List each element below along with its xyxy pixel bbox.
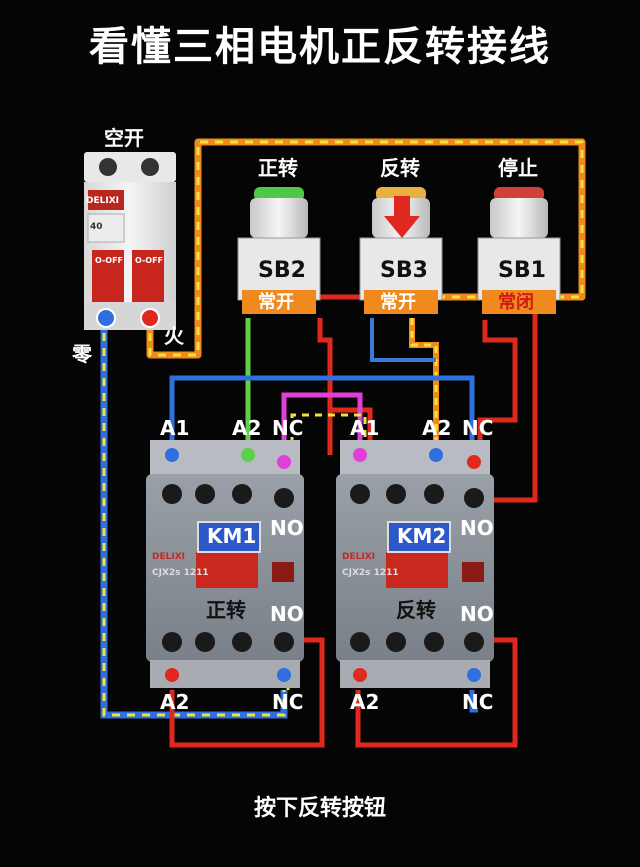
km1-brand: DELIXI (152, 552, 185, 562)
sb3-id: SB3 (380, 258, 428, 283)
sb1-id: SB1 (498, 258, 546, 283)
sb2-id: SB2 (258, 258, 306, 283)
km1-a2-label: A2 (232, 416, 262, 440)
km1-model: CJX2s 1211 (152, 568, 209, 578)
sb1-caption: 停止 (498, 156, 538, 180)
km1-a2-bottom: A2 (160, 690, 190, 714)
breaker-brand: DELIXI (86, 196, 119, 206)
km1-nc-bottom: NC (272, 690, 304, 714)
sb2-contact: 常开 (258, 292, 294, 313)
km1-nc-label: NC (272, 416, 304, 440)
press-arrow-icon (384, 196, 420, 238)
km2-a2-bottom: A2 (350, 690, 380, 714)
breaker-off-right: O-OFF (135, 256, 163, 265)
km2-model: CJX2s 1211 (342, 568, 399, 578)
circuit-breaker (84, 152, 176, 330)
button-sb3 (359, 187, 443, 314)
button-sb1 (477, 187, 561, 314)
a1-neutral-bus (169, 375, 475, 455)
km1-no-lower: NO (270, 602, 304, 626)
km1-function: 正转 (206, 598, 246, 622)
neutral-label: 零 (72, 342, 92, 366)
km2-interlock-wire (478, 310, 538, 503)
sb2-caption: 正转 (258, 156, 298, 180)
km2-a2-label: A2 (422, 416, 452, 440)
live-label: 火 (164, 324, 184, 348)
contactor-km1 (146, 440, 304, 688)
breaker-label: 空开 (104, 126, 144, 150)
km1-name: KM1 (207, 524, 257, 548)
km2-nc-bottom: NC (462, 690, 494, 714)
km2-brand: DELIXI (342, 552, 375, 562)
sb1-contact: 常闭 (498, 292, 534, 313)
km2-nc-label: NC (462, 416, 494, 440)
breaker-rating: 40 (90, 222, 103, 232)
km1-no-upper: NO (270, 516, 304, 540)
km1-a1-label: A1 (160, 416, 190, 440)
page-title: 看懂三相电机正反转接线 (89, 24, 551, 70)
km2-a1-label: A1 (350, 416, 380, 440)
km2-no-lower: NO (460, 602, 494, 626)
contactor-km2 (336, 440, 494, 688)
km2-function: 反转 (396, 598, 436, 622)
live-feed-wire (146, 138, 586, 359)
km2-name: KM2 (397, 524, 447, 548)
sb3-caption: 反转 (380, 156, 420, 180)
sb3-contact: 常开 (380, 292, 416, 313)
neutral-return-wire (100, 318, 288, 719)
km1-tag (197, 521, 261, 553)
button-sb2 (237, 187, 321, 314)
km1-nc-crossover (281, 392, 363, 470)
km2-tag (387, 521, 451, 553)
step-caption: 按下反转按钮 (253, 796, 386, 821)
km2-no-upper: NO (460, 516, 494, 540)
breaker-off-left: O-OFF (95, 256, 123, 265)
